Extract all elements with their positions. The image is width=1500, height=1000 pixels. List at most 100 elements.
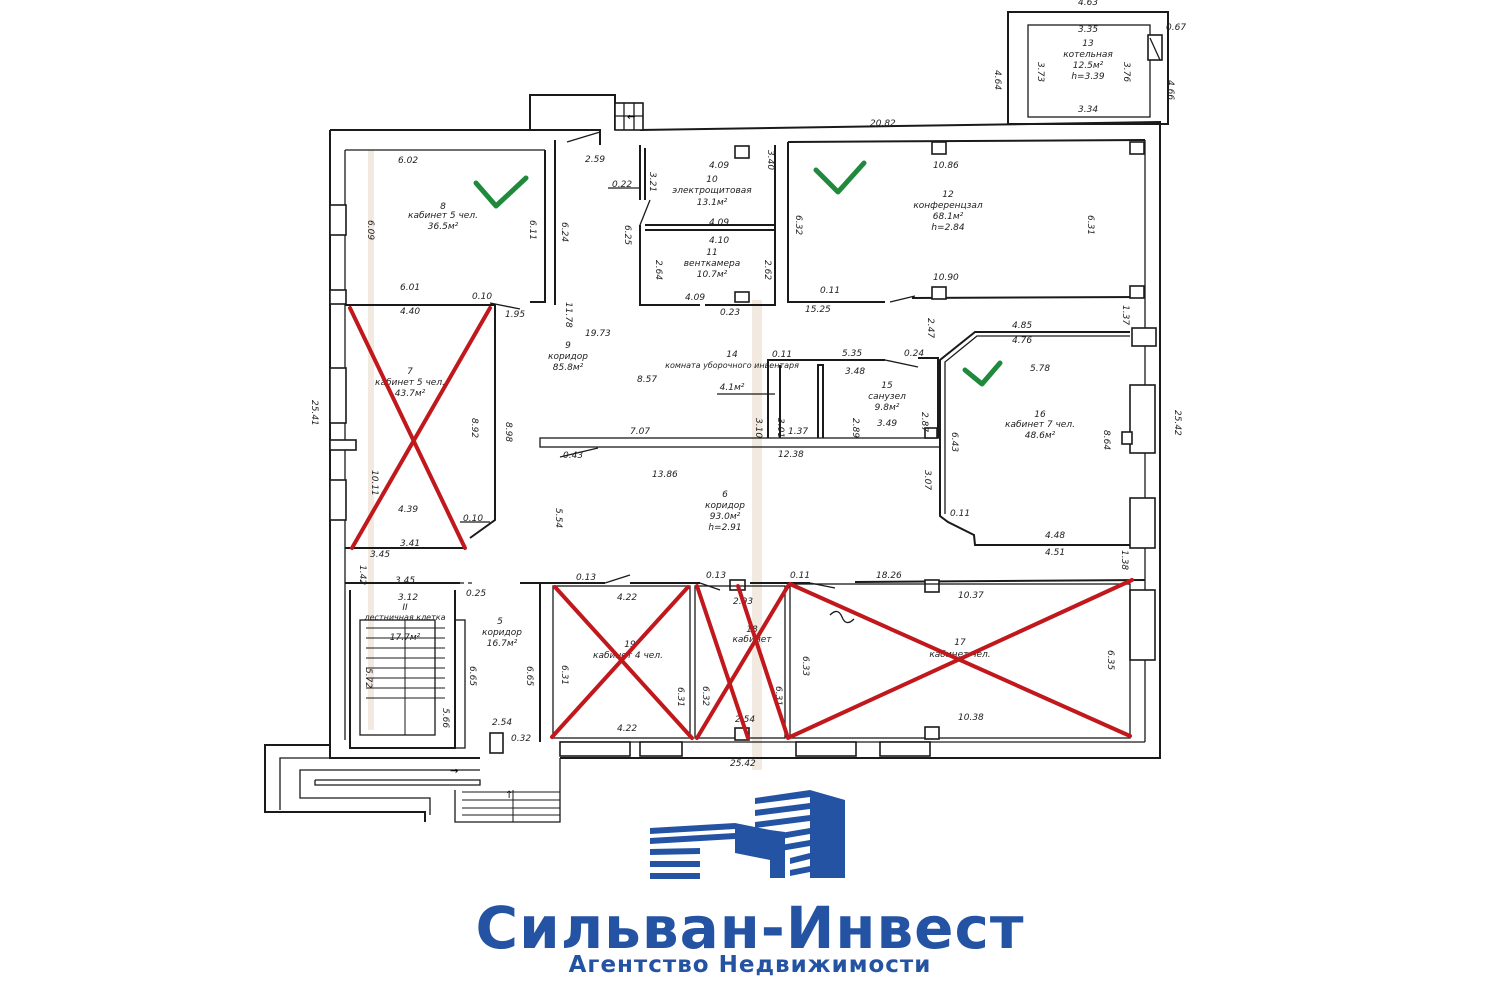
approved-checkmark-icon (473, 175, 529, 209)
svg-text:6.31: 6.31 (559, 665, 569, 685)
svg-text:1.37: 1.37 (788, 427, 808, 437)
svg-text:→: → (450, 766, 458, 777)
svg-text:1.37: 1.37 (1120, 305, 1130, 325)
svg-text:13.86: 13.86 (652, 470, 678, 480)
svg-text:10.90: 10.90 (933, 273, 959, 283)
svg-text:6.31: 6.31 (773, 686, 783, 706)
svg-text:4.63: 4.63 (1078, 0, 1098, 8)
top-entrance: ← (529, 94, 644, 143)
svg-text:←: ← (627, 112, 635, 123)
svg-text:кабинет: кабинет (732, 635, 772, 645)
svg-text:2.64: 2.64 (653, 260, 663, 280)
svg-text:II: II (402, 603, 408, 613)
svg-text:0.22: 0.22 (612, 180, 632, 190)
svg-text:4.76: 4.76 (1012, 336, 1032, 346)
logo-tagline: Агентство Недвижимости (568, 952, 932, 978)
svg-text:4.22: 4.22 (617, 724, 637, 734)
svg-text:4.09: 4.09 (685, 293, 705, 303)
svg-text:кабинет 5 чел.: кабинет 5 чел. (408, 211, 478, 221)
svg-text:6.65: 6.65 (524, 666, 534, 686)
svg-text:85.8м²: 85.8м² (553, 363, 584, 373)
svg-text:6.01: 6.01 (400, 283, 420, 293)
svg-text:4.64: 4.64 (992, 70, 1002, 90)
room-19-office: 4.22 4.22 6.31 6.31 19 кабинет 4 чел. (550, 585, 694, 740)
fold-stain (368, 150, 374, 730)
svg-text:6.09: 6.09 (365, 220, 375, 240)
svg-text:48.6м²: 48.6м² (1025, 431, 1056, 441)
svg-text:6.33: 6.33 (800, 656, 810, 676)
svg-text:4.10: 4.10 (709, 236, 729, 246)
svg-text:3.35: 3.35 (1078, 25, 1098, 35)
svg-text:6.02: 6.02 (398, 156, 418, 166)
svg-text:0.11: 0.11 (790, 571, 810, 581)
svg-text:4.51: 4.51 (1045, 548, 1065, 558)
svg-text:6.31: 6.31 (675, 687, 685, 707)
svg-text:3.49: 3.49 (877, 419, 897, 429)
svg-text:13.1м²: 13.1м² (697, 198, 728, 208)
svg-text:5.54: 5.54 (553, 508, 563, 528)
room-18-office: 2.93 2.54 6.32 6.31 18 кабинет (694, 584, 790, 741)
svg-text:7.07: 7.07 (630, 427, 650, 437)
svg-text:h=2.84: h=2.84 (931, 223, 965, 233)
svg-text:1.42: 1.42 (357, 565, 367, 585)
approved-checkmark-icon (813, 160, 867, 195)
svg-text:9.8м²: 9.8м² (875, 403, 900, 413)
corridor-5: 5 коридор 16.7м² 6.65 2.54 0.32 (482, 583, 541, 754)
entrance-ramp: ↑ → (264, 744, 561, 823)
svg-text:0.32: 0.32 (511, 734, 531, 744)
svg-text:10: 10 (706, 175, 718, 185)
svg-text:санузел: санузел (868, 392, 906, 402)
staircase-ii: 3.45 1.42 3.12 0.25 5.72 5.66 6.65 II ле… (349, 565, 486, 749)
svg-text:4.66: 4.66 (1165, 80, 1175, 100)
svg-text:17: 17 (954, 638, 966, 648)
svg-text:9: 9 (565, 341, 571, 351)
svg-text:электрощитовая: электрощитовая (672, 186, 752, 196)
svg-text:h=2.91: h=2.91 (708, 523, 741, 533)
svg-text:0.67: 0.67 (1166, 23, 1186, 33)
svg-text:3.76: 3.76 (1121, 62, 1131, 82)
svg-text:15.25: 15.25 (805, 305, 831, 315)
svg-text:1.95: 1.95 (505, 310, 525, 320)
corridor-6: 13.86 5.54 6 коридор 93.0м² h=2.91 1.38 (553, 470, 1129, 570)
svg-text:3.21: 3.21 (647, 172, 657, 192)
rejected-cross-icon (695, 584, 750, 740)
svg-text:6.25: 6.25 (622, 225, 632, 245)
svg-text:7: 7 (407, 367, 413, 377)
svg-text:25.42: 25.42 (1172, 410, 1182, 436)
svg-text:5.72: 5.72 (363, 668, 373, 688)
svg-text:0.11: 0.11 (950, 509, 970, 519)
room-14-cleaning: 14 комната уборочного инвентаря 4.1м² 3.… (665, 350, 808, 438)
approved-checkmark-icon (962, 360, 1003, 387)
svg-text:6.32: 6.32 (793, 215, 803, 235)
svg-text:2.59: 2.59 (585, 155, 605, 165)
svg-text:10.38: 10.38 (958, 713, 984, 723)
svg-text:12.38: 12.38 (778, 450, 804, 460)
svg-text:6.35: 6.35 (1105, 650, 1115, 670)
svg-text:36.5м²: 36.5м² (428, 222, 459, 232)
svg-text:кабинет 5 чел.: кабинет 5 чел. (375, 378, 445, 388)
svg-text:2.62: 2.62 (762, 260, 772, 280)
svg-text:20.82: 20.82 (870, 119, 896, 129)
svg-text:2.54: 2.54 (735, 715, 755, 725)
svg-text:10.37: 10.37 (958, 591, 984, 601)
svg-text:11.78: 11.78 (563, 302, 573, 328)
svg-text:10.7м²: 10.7м² (697, 270, 728, 280)
svg-text:↑: ↑ (505, 790, 513, 801)
svg-text:0.13: 0.13 (706, 571, 726, 581)
svg-text:4.85: 4.85 (1012, 321, 1032, 331)
svg-text:h=3.39: h=3.39 (1071, 72, 1105, 82)
svg-text:5: 5 (497, 617, 503, 627)
svg-text:6.11: 6.11 (527, 220, 537, 240)
room-14-name: комната уборочного инвентаря (665, 361, 799, 370)
svg-text:4.39: 4.39 (398, 505, 418, 515)
svg-text:3.07: 3.07 (922, 470, 932, 490)
svg-text:6.24: 6.24 (559, 222, 569, 242)
room-7-office: 4.40 4.39 3.41 10.11 8.92 8.98 0.10 1.95… (345, 302, 573, 550)
svg-text:4.48: 4.48 (1045, 531, 1065, 541)
svg-text:3.40: 3.40 (765, 150, 775, 170)
svg-text:2.54: 2.54 (492, 718, 512, 728)
svg-text:кабинет 7 чел.: кабинет 7 чел. (1005, 420, 1075, 430)
room-16-office: 4.85 4.76 5.78 4.48 4.51 6.43 3.07 8.64 … (922, 321, 1133, 558)
svg-text:0.13: 0.13 (576, 573, 596, 583)
svg-text:3.73: 3.73 (1035, 62, 1045, 82)
